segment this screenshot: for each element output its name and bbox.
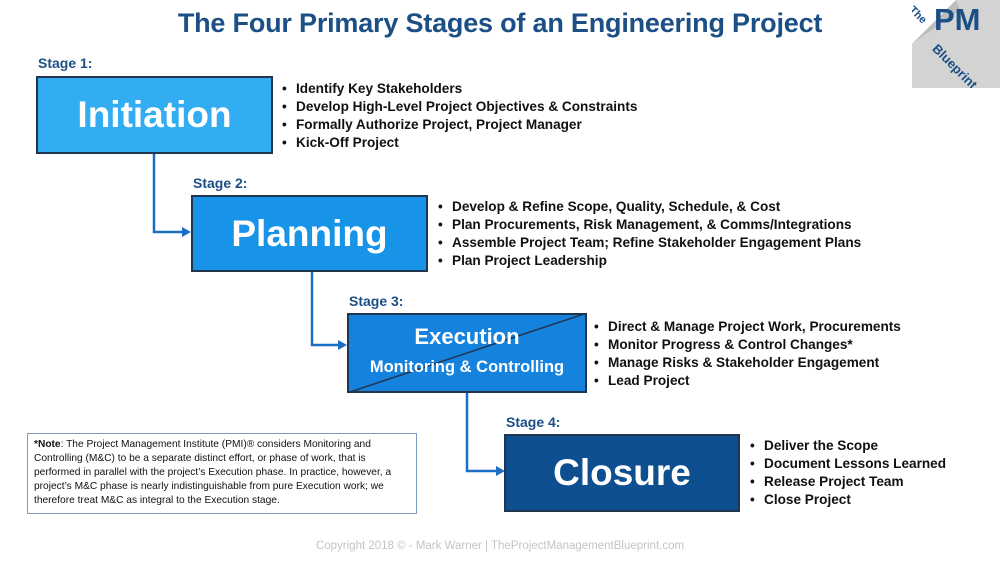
list-item: Develop & Refine Scope, Quality, Schedul… [438,198,861,216]
arrowhead-stage4 [496,466,505,476]
logo-blueprint-text: Blueprint [929,41,981,88]
stage2-bullet-list: Develop & Refine Scope, Quality, Schedul… [438,198,861,270]
stage2-label: Stage 2: [193,175,248,191]
logo-pm-text: PM [934,2,981,37]
list-item: Plan Project Leadership [438,252,861,270]
stage2-planning-box: Planning [191,195,428,272]
list-item: Release Project Team [750,473,946,491]
stage3-execution-box: Execution Monitoring & Controlling [347,313,587,393]
list-item: Monitor Progress & Control Changes* [594,336,901,354]
connector-stage2-to-stage3 [310,271,340,347]
note-text: : The Project Management Institute (PMI)… [34,439,392,506]
connector-stage1-to-stage2 [152,153,184,234]
stage4-closure-box: Closure [504,434,740,512]
logo-the-text: The [912,4,929,27]
page-title: The Four Primary Stages of an Engineerin… [177,8,823,38]
stage3-divider-line [350,315,584,391]
list-item: Develop High-Level Project Objectives & … [282,98,637,116]
list-item: Plan Procurements, Risk Management, & Co… [438,216,861,234]
stage4-label: Stage 4: [506,414,561,430]
stage4-title: Closure [553,452,691,493]
stage1-initiation-box: Initiation [36,76,273,154]
note-lead: *Note [34,439,61,450]
note-box: *Note: The Project Management Institute … [27,433,417,514]
arrowhead-stage2 [182,227,191,237]
stage2-title: Planning [231,213,388,254]
list-item: Close Project [750,491,946,509]
list-item: Formally Authorize Project, Project Mana… [282,116,637,134]
list-item: Assemble Project Team; Refine Stakeholde… [438,234,861,252]
list-item: Direct & Manage Project Work, Procuremen… [594,318,901,336]
connector-stage3-to-stage4 [465,392,498,473]
stage3-title: Execution [414,324,520,349]
list-item: Document Lessons Learned [750,455,946,473]
stage1-label: Stage 1: [38,55,93,71]
arrowhead-stage3 [338,340,347,350]
stage3-subtitle: Monitoring & Controlling [369,358,565,376]
list-item: Manage Risks & Stakeholder Engagement [594,354,901,372]
stage1-title: Initiation [77,94,232,135]
pm-blueprint-logo: The PM Blueprint [912,0,1000,88]
stage4-bullet-list: Deliver the Scope Document Lessons Learn… [750,437,946,509]
list-item: Lead Project [594,372,901,390]
copyright-footer: Copyright 2018 © - Mark Warner | TheProj… [315,540,685,552]
list-item: Deliver the Scope [750,437,946,455]
stage3-label: Stage 3: [349,293,404,309]
list-item: Identify Key Stakeholders [282,80,637,98]
logo-fold-shadow [912,0,960,44]
list-item: Kick-Off Project [282,134,637,152]
stage3-bullet-list: Direct & Manage Project Work, Procuremen… [594,318,901,390]
stage1-bullet-list: Identify Key Stakeholders Develop High-L… [282,80,637,152]
